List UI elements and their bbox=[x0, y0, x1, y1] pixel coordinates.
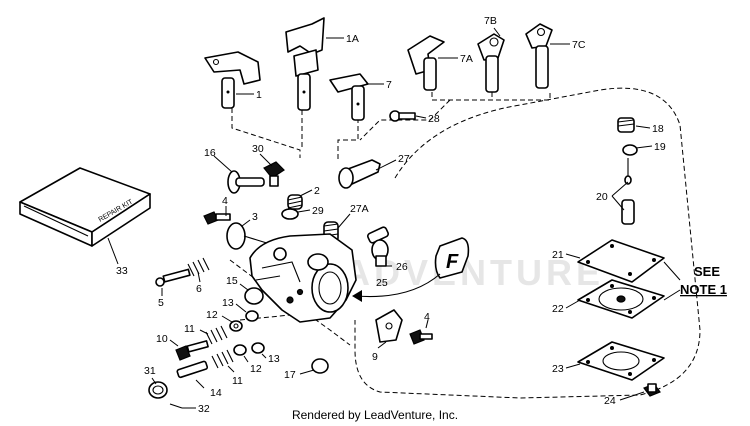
needle-10 bbox=[175, 340, 209, 361]
label-13-upper: 13 bbox=[222, 297, 234, 309]
fitting-26 bbox=[367, 226, 389, 267]
note-line-1: SEE bbox=[694, 264, 720, 279]
footer-credit: Rendered by LeadVenture, Inc. bbox=[292, 408, 458, 422]
part-labels: 1 1A 7 7A 7B 7C 28 16 30 2 29 27 27A 4 3… bbox=[116, 15, 666, 415]
label-1: 1 bbox=[256, 89, 262, 101]
shaft-16 bbox=[227, 170, 265, 194]
label-25: 25 bbox=[376, 277, 388, 289]
label-27: 27 bbox=[398, 153, 410, 165]
label-23: 23 bbox=[552, 363, 564, 375]
label-31: 31 bbox=[144, 365, 156, 377]
plug-15 bbox=[244, 287, 264, 305]
label-9: 9 bbox=[372, 351, 378, 363]
plug-17 bbox=[311, 358, 329, 374]
fitting-18 bbox=[617, 117, 635, 133]
throttle-lever-1 bbox=[204, 51, 261, 109]
label-7c: 7C bbox=[572, 39, 586, 51]
label-16: 16 bbox=[204, 147, 216, 159]
label-3: 3 bbox=[252, 211, 258, 223]
needle-5 bbox=[155, 268, 191, 287]
repair-kit-box: REPAIR KIT bbox=[19, 167, 151, 247]
label-1a: 1A bbox=[346, 33, 359, 45]
needle-20 bbox=[621, 158, 635, 225]
cap-31 bbox=[148, 381, 168, 399]
spring-11-lower bbox=[211, 349, 234, 369]
ring-19 bbox=[622, 144, 638, 156]
carburetor-body bbox=[249, 233, 357, 323]
lever-7a bbox=[407, 35, 445, 91]
spring-11-upper bbox=[205, 325, 228, 345]
label-15: 15 bbox=[226, 275, 238, 287]
lever-7b bbox=[477, 33, 505, 93]
pin-32 bbox=[169, 403, 183, 409]
note-line-2: NOTE 1 bbox=[680, 282, 727, 297]
label-5: 5 bbox=[158, 297, 164, 309]
label-30: 30 bbox=[252, 143, 264, 155]
cover-23 bbox=[577, 341, 665, 381]
label-10: 10 bbox=[156, 333, 168, 345]
bracket-27 bbox=[338, 159, 381, 189]
flag-letter: F bbox=[446, 251, 459, 273]
label-20: 20 bbox=[596, 191, 608, 203]
flag-f-callout: F bbox=[352, 237, 470, 302]
washer-12-lower bbox=[233, 344, 247, 356]
choke-lever-1a bbox=[285, 17, 325, 111]
spring-2 bbox=[287, 194, 303, 210]
leader-lines bbox=[107, 27, 681, 409]
label-12-lower: 12 bbox=[250, 363, 262, 375]
screw-24 bbox=[643, 383, 661, 397]
label-2: 2 bbox=[314, 185, 320, 197]
screw-4-right bbox=[409, 329, 433, 345]
label-32: 32 bbox=[198, 403, 210, 415]
needle-14 bbox=[176, 360, 209, 379]
screw-28 bbox=[389, 110, 416, 122]
lever-7 bbox=[329, 73, 369, 121]
label-29: 29 bbox=[312, 205, 324, 217]
label-14: 14 bbox=[210, 387, 222, 399]
label-7: 7 bbox=[386, 79, 392, 91]
see-note-callout: SEE NOTE 1 bbox=[680, 264, 727, 297]
label-24: 24 bbox=[604, 395, 616, 407]
diaphragm-22 bbox=[577, 279, 665, 319]
label-4-left: 4 bbox=[222, 195, 228, 207]
label-21: 21 bbox=[552, 249, 564, 261]
cover-9 bbox=[375, 309, 403, 343]
label-19: 19 bbox=[654, 141, 666, 153]
label-7a: 7A bbox=[460, 53, 473, 65]
gasket-13-upper bbox=[245, 310, 259, 322]
spring-6 bbox=[187, 257, 210, 277]
label-4-right: 4 bbox=[424, 311, 430, 323]
label-17: 17 bbox=[284, 369, 296, 381]
label-12-upper: 12 bbox=[206, 309, 218, 321]
label-22: 22 bbox=[552, 303, 564, 315]
label-28: 28 bbox=[428, 113, 440, 125]
label-11-upper: 11 bbox=[184, 323, 195, 335]
screw-30 bbox=[263, 161, 285, 187]
gasket-21 bbox=[577, 239, 665, 283]
label-7b: 7B bbox=[484, 15, 497, 27]
washer-12-upper bbox=[229, 320, 243, 332]
label-26: 26 bbox=[396, 261, 408, 273]
label-33: 33 bbox=[116, 265, 128, 277]
label-6: 6 bbox=[196, 283, 202, 295]
washer-29 bbox=[281, 208, 299, 220]
screw-4-left bbox=[203, 211, 231, 225]
label-13-lower: 13 bbox=[268, 353, 280, 365]
label-27a: 27A bbox=[350, 203, 369, 215]
lever-7c bbox=[525, 23, 553, 89]
label-11-lower: 11 bbox=[232, 375, 243, 387]
label-18: 18 bbox=[652, 123, 664, 135]
gasket-13-lower bbox=[251, 342, 265, 354]
